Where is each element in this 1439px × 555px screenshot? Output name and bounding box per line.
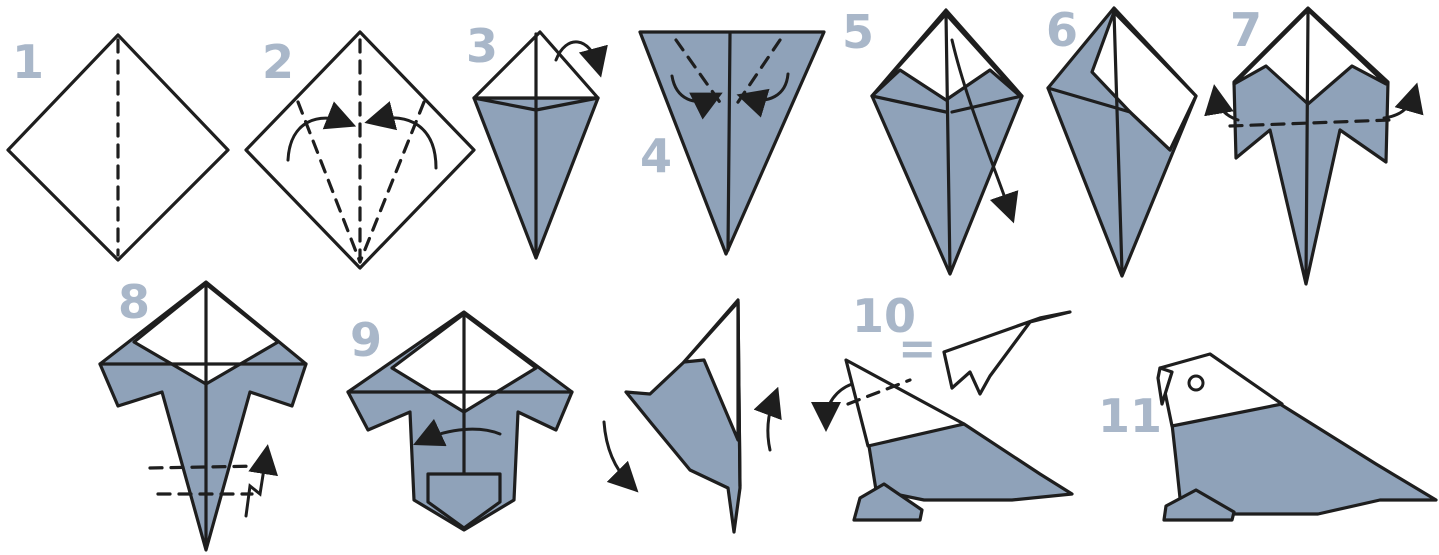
step-number-7: 7 [1230, 3, 1262, 57]
step-number-4: 4 [640, 129, 672, 183]
center-line [1306, 12, 1308, 280]
step-number-10: 10 [852, 289, 916, 343]
step-number-1: 1 [12, 35, 44, 89]
step-number-5: 5 [842, 5, 874, 59]
head-fold-arrow [826, 384, 852, 420]
step-number-3: 3 [466, 19, 498, 73]
down-arrow [604, 422, 630, 484]
step-10-diagram: = 10 [826, 289, 1072, 520]
step-number-2: 2 [262, 35, 294, 89]
step-9-diagram: 9 [348, 312, 572, 530]
step-7-diagram: 7 [1216, 3, 1414, 284]
bird-eye [1189, 376, 1203, 390]
step-1-diagram: 1 [8, 35, 228, 260]
step-8-diagram: 8 [100, 275, 306, 550]
step-number-11: 11 [1098, 389, 1162, 443]
step-4-diagram: 4 [640, 32, 824, 254]
detail-head-sketch [944, 312, 1070, 394]
step-3-diagram: 3 [466, 19, 598, 258]
back-edge [738, 302, 740, 486]
step-5-diagram: 5 [842, 5, 1022, 274]
center-line [728, 34, 730, 250]
step-11-diagram: 11 [1098, 354, 1436, 520]
tail-pleat [428, 474, 500, 528]
step-2-diagram: 2 [246, 32, 474, 268]
step-6-diagram: 6 [1046, 3, 1196, 276]
step-number-8: 8 [118, 275, 150, 329]
step-number-6: 6 [1046, 3, 1078, 57]
up-arrow [768, 398, 774, 450]
step-number-9: 9 [350, 313, 382, 367]
step-9-side-view-diagram [604, 300, 774, 532]
